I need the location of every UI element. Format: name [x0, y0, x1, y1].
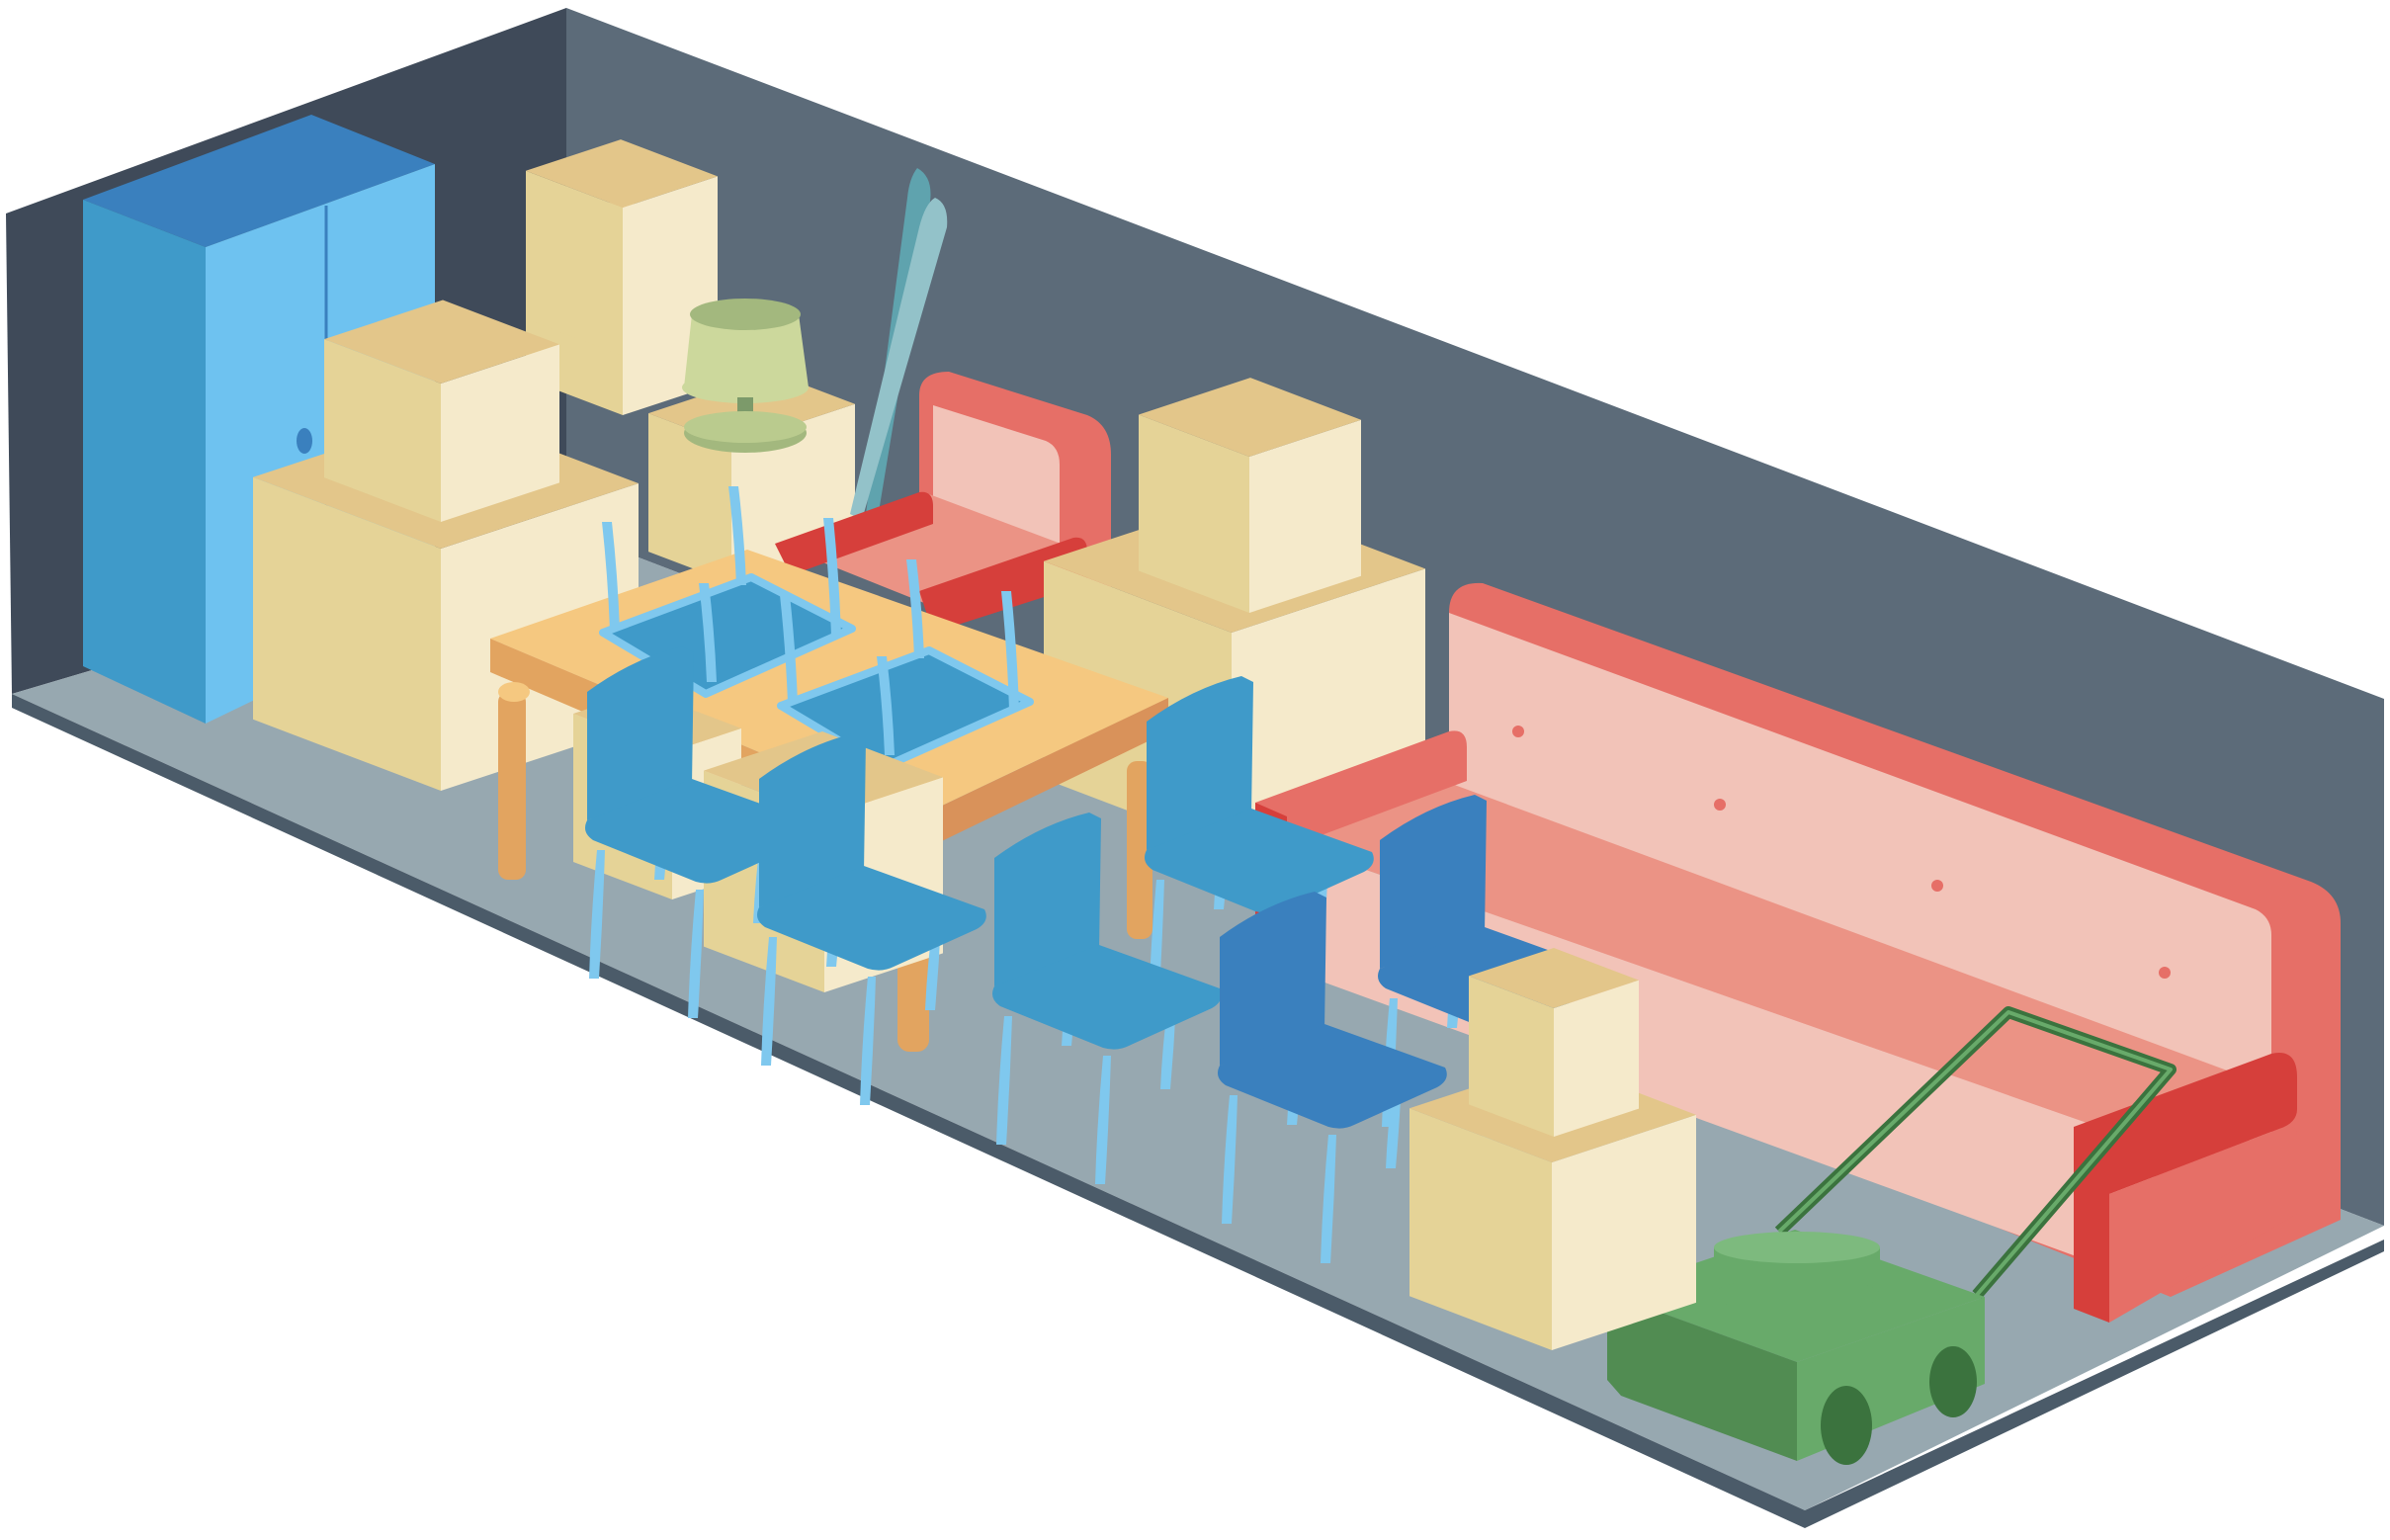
chair-leg	[1321, 1135, 1336, 1263]
chair-icon	[585, 646, 814, 1018]
chair-back	[994, 813, 1101, 986]
chair-seat	[757, 866, 986, 971]
box-left-face	[1139, 414, 1249, 613]
box-left-face	[1469, 976, 1554, 1137]
wardrobe-front	[83, 200, 206, 724]
chair-back	[1220, 892, 1326, 1066]
chair-seat	[1145, 809, 1374, 913]
chair-leg	[780, 595, 798, 704]
box-top-face	[1469, 947, 1639, 1008]
box-right-face	[441, 344, 559, 522]
sofa-arm-left	[1255, 730, 1467, 988]
box-left-face	[324, 339, 441, 522]
chair-icon	[1218, 892, 1447, 1263]
lamp-icon	[682, 299, 809, 453]
box-icon	[324, 299, 559, 522]
lawn-mower-icon	[1607, 1006, 2177, 1465]
box-right-face	[1249, 419, 1361, 613]
box-icon	[1469, 947, 1639, 1137]
chair-leg	[823, 518, 841, 637]
box-top-face	[1139, 378, 1361, 457]
boxes-right	[1409, 947, 1696, 1350]
box-top-face	[324, 299, 559, 384]
chair-icon	[992, 813, 1222, 1184]
chair-leg	[589, 850, 605, 979]
box-top-face	[526, 139, 718, 208]
mower-wheel-rear	[1929, 1346, 1977, 1417]
chair-back	[587, 646, 694, 820]
chair-leg	[1222, 1095, 1238, 1224]
box-right-face	[1554, 980, 1639, 1137]
sofa-seat	[1287, 783, 2283, 1147]
mower-wheel-front	[1821, 1386, 1872, 1465]
box-icon	[526, 139, 718, 356]
chair-back	[1147, 676, 1253, 850]
mower-front	[1607, 1293, 1797, 1461]
chair-leg	[699, 583, 717, 682]
box-icon	[1139, 378, 1361, 613]
chair-leg	[728, 486, 746, 585]
chair-icon	[757, 733, 986, 1105]
chair-leg	[761, 937, 777, 1066]
chair-leg	[877, 656, 895, 755]
chair-seat	[1218, 1024, 1447, 1129]
chair-seat	[585, 779, 814, 884]
chair-leg	[860, 977, 876, 1105]
chairs-on-floor	[585, 646, 1607, 1263]
ski-icon	[850, 168, 948, 520]
box-left-face	[526, 170, 623, 356]
chair-back	[759, 733, 866, 907]
chair-leg	[1001, 591, 1019, 710]
chair-back	[1380, 795, 1487, 969]
chair-leg	[996, 1016, 1012, 1145]
box-left-face	[648, 413, 731, 583]
lamp-shade	[684, 314, 809, 387]
chair-leg	[1095, 1056, 1111, 1184]
chair-seat	[992, 945, 1222, 1050]
wardrobe-top	[83, 115, 435, 247]
box-left-face	[253, 476, 441, 791]
chair-leg	[906, 559, 924, 658]
box-left-face	[1409, 1108, 1552, 1350]
wardrobe-knob	[297, 428, 312, 454]
chair-leg	[688, 890, 704, 1018]
box-right-face	[1552, 1114, 1696, 1350]
chair-leg	[602, 522, 620, 631]
